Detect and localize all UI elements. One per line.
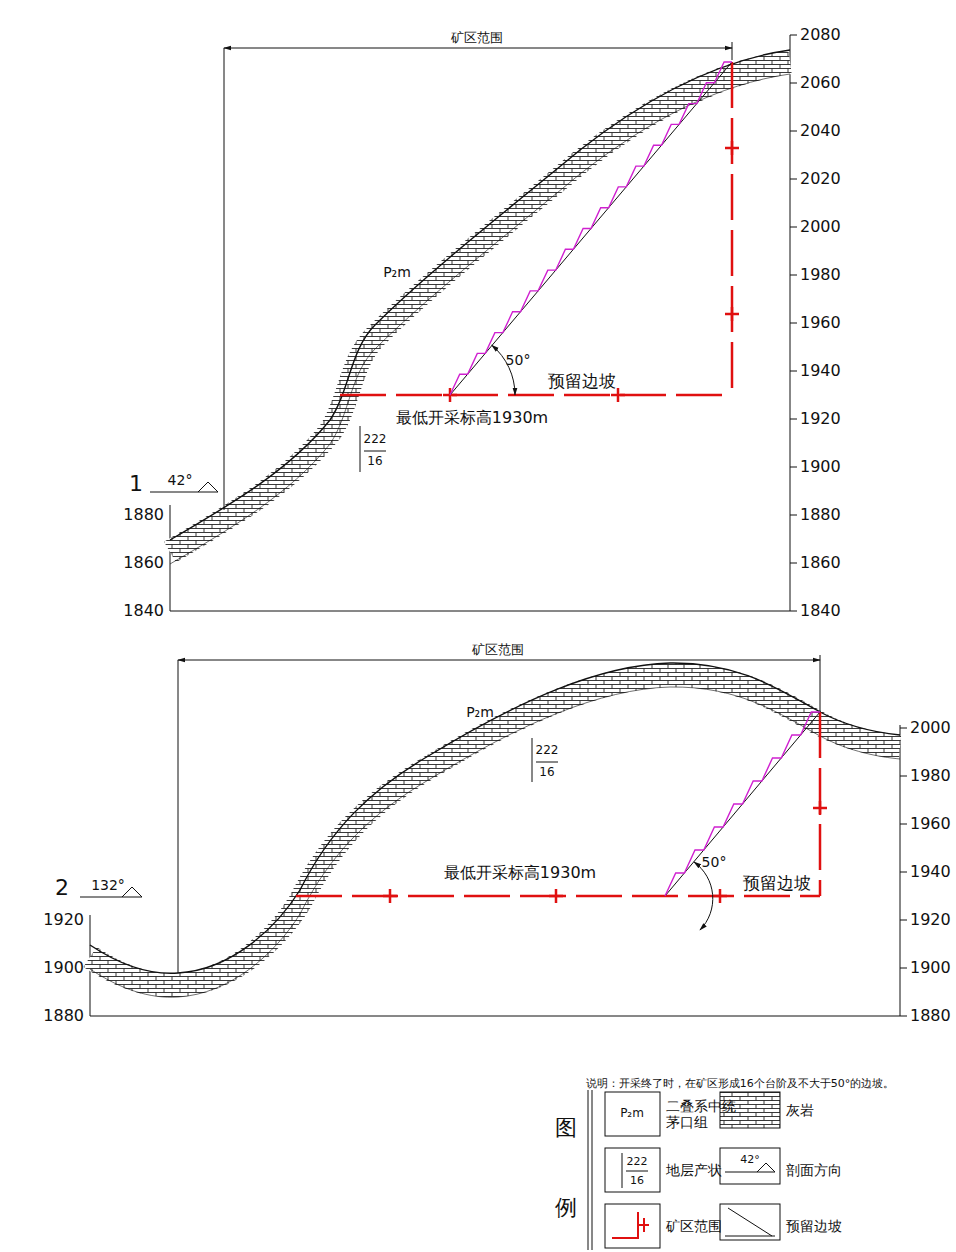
axis-number: 1880 bbox=[43, 1007, 84, 1025]
section-number: 2 bbox=[55, 875, 69, 900]
angle-label: 50° bbox=[702, 854, 727, 870]
slope-label: 预留边坡 bbox=[743, 874, 811, 894]
legend-text: 剖面方向 bbox=[786, 1162, 842, 1178]
direction-label: 42° bbox=[168, 472, 193, 488]
axis-number: 1920 bbox=[800, 410, 841, 428]
axis-number: 1900 bbox=[800, 458, 841, 476]
axis-number: 1960 bbox=[800, 314, 841, 332]
axis-number: 2000 bbox=[800, 218, 841, 236]
axis-number: 1840 bbox=[800, 602, 841, 620]
legend-text: 预留边坡 bbox=[786, 1218, 842, 1234]
legend-text: 矿区范围 bbox=[666, 1218, 722, 1234]
axis-number: 2080 bbox=[800, 26, 841, 44]
dip-number: 16 bbox=[367, 455, 382, 469]
axis-number: 1920 bbox=[43, 911, 84, 929]
formation-label: P₂m bbox=[383, 264, 411, 280]
formation-label: P₂m bbox=[466, 704, 494, 720]
slope-label: 预留边坡 bbox=[548, 372, 616, 392]
legend-text: 二叠系中统 茅口组 bbox=[666, 1098, 740, 1130]
axis-number: 1940 bbox=[910, 863, 951, 881]
angle-label: 50° bbox=[506, 352, 531, 368]
direction-label: 132° bbox=[91, 877, 125, 893]
axis-number: 1960 bbox=[910, 815, 951, 833]
axis-number: 1840 bbox=[123, 602, 164, 620]
axis-number: 1980 bbox=[910, 767, 951, 785]
legend-heading: 例 bbox=[555, 1195, 577, 1220]
axis-number: 1880 bbox=[800, 506, 841, 524]
range-label: 矿区范围 bbox=[451, 31, 503, 46]
axis-number: 1900 bbox=[43, 959, 84, 977]
legend-sample-text: 222 bbox=[627, 1156, 648, 1169]
axis-number: 1920 bbox=[910, 911, 951, 929]
axis-number: 2000 bbox=[910, 719, 951, 737]
strike-number: 222 bbox=[536, 744, 559, 758]
section1-frame bbox=[170, 35, 790, 611]
legend-sample-text: 42° bbox=[740, 1154, 760, 1167]
elevation-label: 最低开采标高1930m bbox=[396, 409, 548, 427]
legend-text: 灰岩 bbox=[786, 1102, 814, 1118]
range-label: 矿区范围 bbox=[472, 643, 524, 658]
strike-number: 222 bbox=[364, 433, 387, 447]
axis-number: 2060 bbox=[800, 74, 841, 92]
legend-heading: 图 bbox=[555, 1115, 577, 1140]
elevation-label: 最低开采标高1930m bbox=[444, 864, 596, 882]
dip-number: 16 bbox=[539, 766, 554, 780]
axis-number: 1880 bbox=[123, 506, 164, 524]
section-number: 1 bbox=[129, 471, 143, 496]
legend-sample-text: 16 bbox=[630, 1175, 644, 1188]
axis-number: 2020 bbox=[800, 170, 841, 188]
legend-sample-text: P₂m bbox=[620, 1107, 644, 1121]
axis-number: 1860 bbox=[123, 554, 164, 572]
axis-number: 2040 bbox=[800, 122, 841, 140]
note-text: 说明：开采终了时，在矿区形成16个台阶及不大于50°的边坡。 bbox=[586, 1078, 895, 1091]
axis-number: 1860 bbox=[800, 554, 841, 572]
axis-number: 1900 bbox=[910, 959, 951, 977]
axis-number: 1980 bbox=[800, 266, 841, 284]
axis-number: 1880 bbox=[910, 1007, 951, 1025]
axis-number: 1940 bbox=[800, 362, 841, 380]
legend-text: 地层产状 bbox=[666, 1162, 722, 1178]
